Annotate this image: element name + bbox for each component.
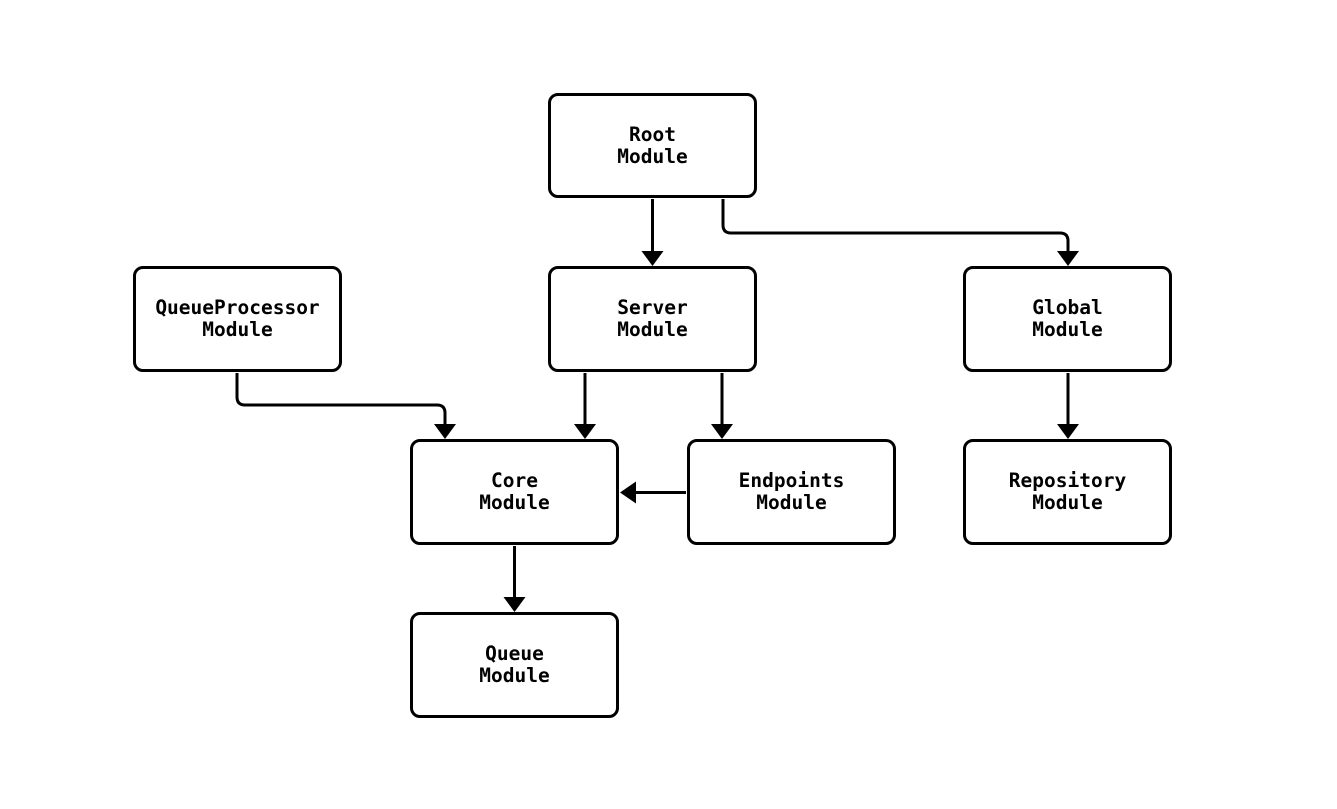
node-root-module: Root Module: [548, 93, 757, 198]
arrowhead-down-icon: [711, 424, 733, 439]
node-label-line2: Module: [479, 664, 550, 687]
arrowhead-down-icon: [434, 424, 456, 439]
node-label-line2: Module: [617, 144, 688, 168]
edge-root-module-to-server-module: [641, 199, 664, 266]
node-core-module: Core Module: [410, 439, 619, 545]
node-label-line1: Global: [1032, 296, 1103, 319]
edge-root-module-to-global-module: [721, 199, 1079, 266]
node-server-module: Server Module: [548, 266, 757, 372]
node-label-line1: QueueProcessor: [155, 296, 320, 319]
node-label-line1: Core: [491, 469, 538, 492]
node-label-line1: Endpoints: [738, 469, 845, 492]
node-queue-module: Queue Module: [410, 612, 619, 718]
node-label-line1: Repository: [1008, 469, 1127, 492]
node-label-line1: Root: [629, 122, 676, 146]
edge-core-module-to-queue-module: [503, 546, 526, 612]
node-label-line2: Module: [479, 491, 550, 514]
arrowhead-down-icon: [503, 597, 526, 612]
node-label-line2: Module: [1032, 491, 1103, 514]
node-label-line2: Module: [756, 491, 827, 514]
edge-server-module-to-core-module: [574, 373, 596, 439]
node-label-line1: Queue: [485, 642, 544, 665]
node-endpoints-module: Endpoints Module: [687, 439, 896, 545]
edge-queueprocessor-module-to-core-module: [235, 373, 456, 439]
node-label-line2: Module: [617, 318, 688, 341]
arrowhead-down-icon: [641, 251, 664, 266]
edge-endpoints-module-to-core-module: [620, 481, 686, 504]
arrowhead-left-icon: [620, 481, 636, 504]
node-label-line1: Server: [617, 296, 688, 319]
node-global-module: Global Module: [963, 266, 1172, 372]
node-label-line2: Module: [1032, 318, 1103, 341]
node-repository-module: Repository Module: [963, 439, 1172, 545]
node-queueprocessor-module: QueueProcessor Module: [133, 266, 342, 372]
node-label-line2: Module: [202, 318, 273, 341]
arrowhead-down-icon: [574, 424, 596, 439]
arrowhead-down-icon: [1057, 424, 1079, 439]
arrowhead-down-icon: [1057, 251, 1079, 266]
edge-global-module-to-repository-module: [1057, 373, 1079, 439]
edge-server-module-to-endpoints-module: [711, 373, 733, 439]
